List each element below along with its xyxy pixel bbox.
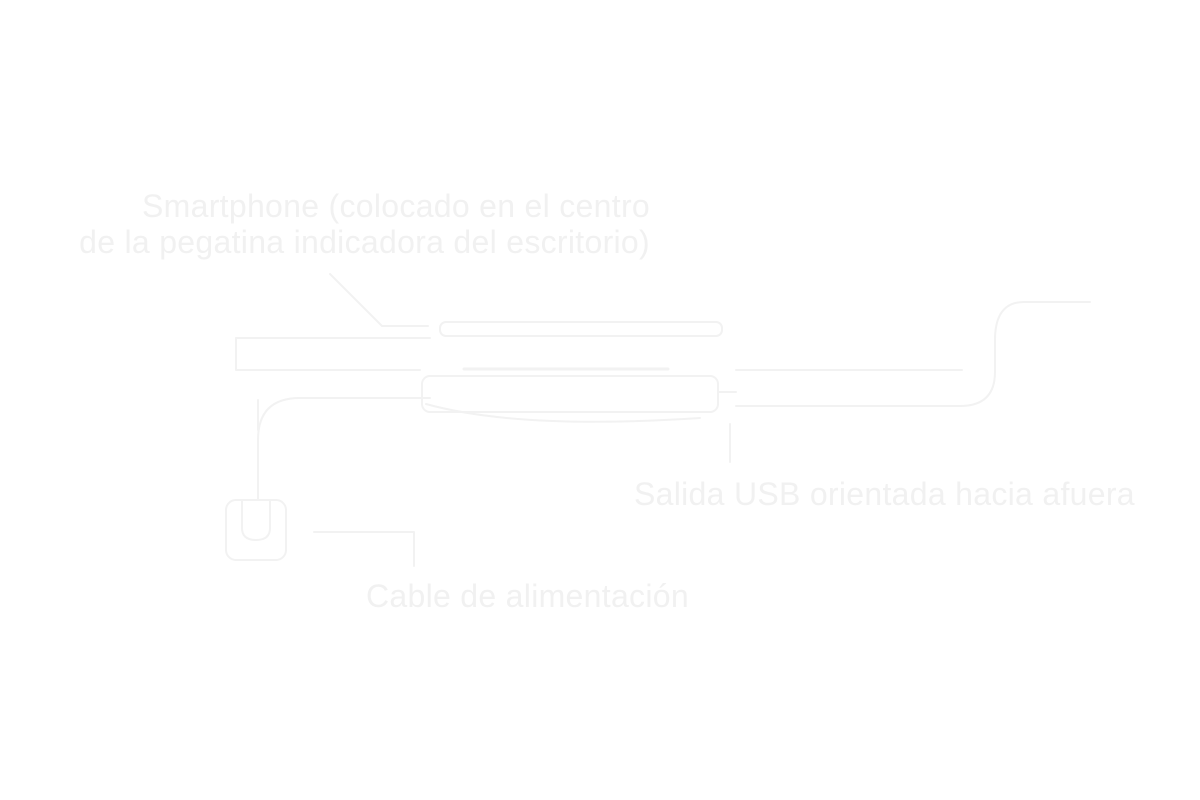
usb-output-label: Salida USB orientada hacia afuera	[634, 476, 1135, 512]
power-cable-label: Cable de alimentación	[366, 578, 689, 614]
desk-outline	[235, 301, 1091, 407]
smartphone-placement-label: Smartphone (colocado en el centro de la …	[79, 188, 650, 260]
smartphone-label-line-1: Smartphone (colocado en el centro	[142, 188, 650, 224]
leader-lines	[313, 273, 731, 567]
smartphone-label-line-2: de la pegatina indicadora del escritorio…	[79, 224, 650, 260]
smartphone-shape	[439, 321, 723, 371]
power-cable-shape	[257, 397, 431, 501]
leader-line-smartphone	[329, 273, 429, 327]
charger-base-shape	[421, 375, 737, 423]
power-plug-icon	[225, 499, 287, 561]
leader-line-cable	[313, 531, 415, 567]
